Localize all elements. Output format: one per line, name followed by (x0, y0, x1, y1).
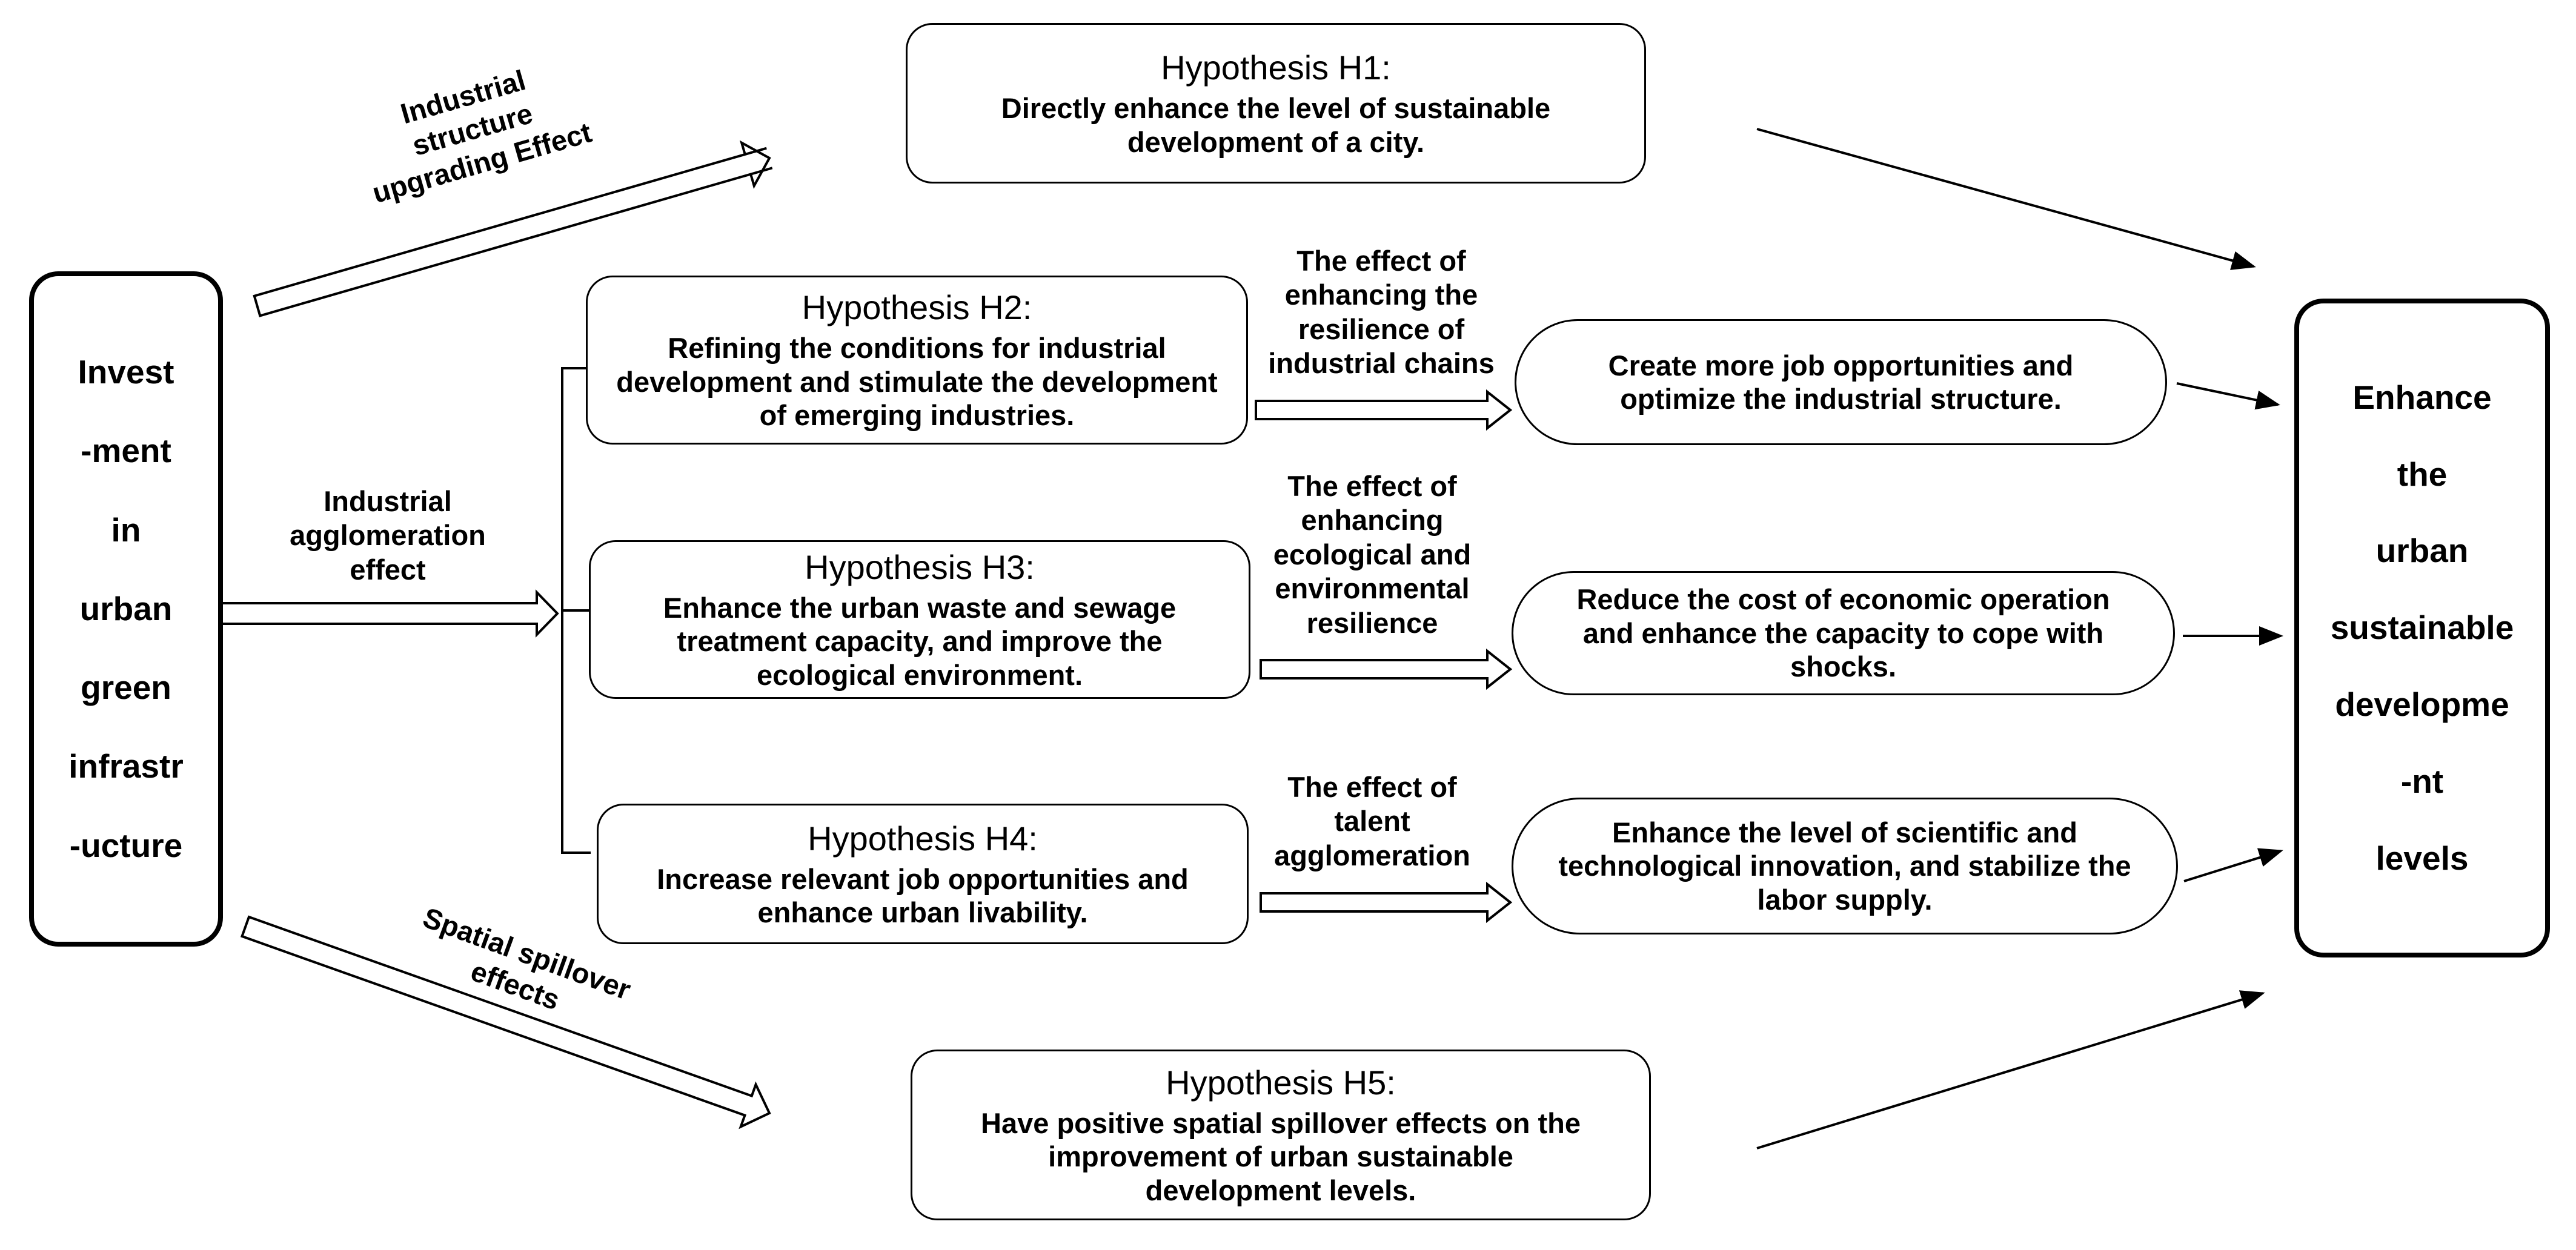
hypothesis-h5-box: Hypothesis H5: Have positive spatial spi… (911, 1050, 1651, 1220)
outcome-line: levels (2375, 839, 2469, 878)
investment-line: Invest (78, 353, 174, 391)
hypothesis-h2-box: Hypothesis H2: Refining the conditions f… (586, 276, 1248, 445)
label-line: industrial chains (1268, 347, 1495, 380)
label-line: resilience (1306, 606, 1438, 639)
spatial-spillover-arrow (240, 915, 771, 1129)
label-line: Industrial (324, 485, 452, 517)
industrial-agglomeration-label: Industrial agglomeration effect (279, 484, 497, 587)
outcome-jobs-structure-box: Create more job opportunities and optimi… (1515, 319, 2167, 445)
outcome-cost-shocks-box: Reduce the cost of economic operation an… (1512, 571, 2175, 695)
hypothesis-h3-desc: Enhance the urban waste and sewage treat… (663, 591, 1177, 691)
label-line: agglomeration (1274, 839, 1470, 871)
chain-effect-arrow (1255, 389, 1513, 431)
label-line: effect (350, 553, 426, 586)
label-line: talent (1334, 805, 1410, 838)
ecological-effect-arrow (1260, 648, 1513, 690)
investment-line: -ment (81, 432, 171, 470)
hypotheses-bracket (561, 367, 591, 854)
investment-line: infrastr (68, 747, 184, 785)
investment-line: in (111, 511, 141, 549)
outcome-line: sustainable (2330, 609, 2514, 647)
hypothesis-h4-box: Hypothesis H4: Increase relevant job opp… (597, 804, 1249, 944)
industrial-structure-arrow (253, 140, 773, 317)
hypothesis-h1-box: Hypothesis H1: Directly enhance the leve… (906, 23, 1646, 184)
talent-effect-arrow (1260, 881, 1513, 924)
h5-to-outcome-arrow (1756, 990, 2265, 1149)
investment-line: green (81, 669, 171, 707)
outcome-jobs-structure-text: Create more job opportunities and optimi… (1608, 349, 2074, 415)
outcome-line: urban (2375, 532, 2469, 570)
talent-effect-label: The effect of talent agglomeration (1239, 770, 1505, 873)
outcome-line: -nt (2400, 762, 2444, 801)
label-line: enhancing (1301, 504, 1444, 537)
outcome-cost-shocks-text: Reduce the cost of economic operation an… (1576, 583, 2110, 683)
investment-line: urban (79, 589, 173, 627)
label-line: The effect of (1296, 245, 1466, 277)
hypothesis-h5-desc: Have positive spatial spillover effects … (981, 1106, 1581, 1206)
label-line: resilience of (1298, 312, 1465, 345)
o3-to-outcome-arrow (2183, 848, 2283, 882)
label-line: environmental (1275, 572, 1470, 605)
sustainable-development-box: Enhance the urban sustainable developme … (2294, 299, 2550, 957)
h1-to-outcome-arrow (1756, 128, 2256, 270)
chain-effect-label: The effect of enhancing the resilience o… (1248, 244, 1515, 381)
o1-to-outcome-arrow (2176, 382, 2280, 410)
ecological-effect-label: The effect of enhancing ecological and e… (1239, 469, 1505, 640)
outcome-line: developme (2335, 686, 2509, 724)
label-line: enhancing the (1284, 279, 1478, 311)
agglomeration-arrow (208, 589, 559, 638)
label-line: agglomeration (290, 519, 486, 552)
hypothesis-h2-title: Hypothesis H2: (802, 288, 1032, 327)
hypothesis-h4-title: Hypothesis H4: (808, 819, 1038, 858)
hypothesis-h3-title: Hypothesis H3: (805, 547, 1035, 586)
outcome-line: Enhance (2352, 378, 2492, 416)
investment-line: -ucture (69, 826, 183, 864)
hypothesis-h4-desc: Increase relevant job opportunities and … (657, 862, 1189, 929)
hypothesis-h2-desc: Refining the conditions for industrial d… (616, 332, 1218, 432)
label-line: The effect of (1287, 771, 1457, 803)
hypothesis-h1-title: Hypothesis H1: (1161, 48, 1391, 87)
outcome-innovation-labor-box: Enhance the level of scientific and tech… (1512, 798, 2178, 934)
hypothesis-h1-desc: Directly enhance the level of sustainabl… (1001, 92, 1551, 158)
label-line: The effect of (1287, 470, 1457, 502)
hypothesis-h5-title: Hypothesis H5: (1166, 1063, 1396, 1102)
outcome-innovation-labor-text: Enhance the level of scientific and tech… (1558, 816, 2131, 916)
investment-box: Invest -ment in urban green infrastr -uc… (29, 271, 223, 947)
label-line: ecological and (1273, 538, 1472, 570)
hypothesis-h3-box: Hypothesis H3: Enhance the urban waste a… (589, 540, 1250, 699)
outcome-line: the (2397, 455, 2448, 493)
